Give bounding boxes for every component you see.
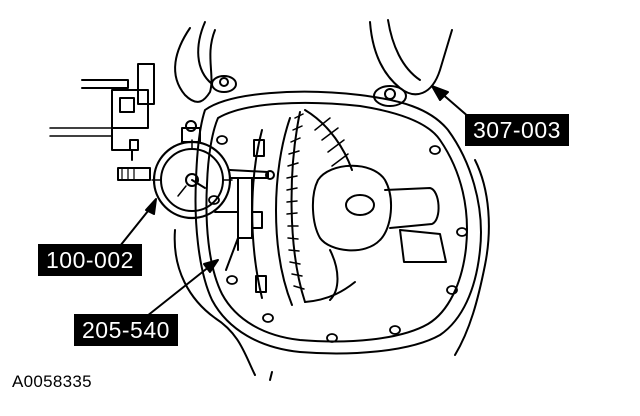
callout-leaders	[119, 85, 471, 321]
callout-100-002: 100-002	[38, 244, 142, 276]
callout-205-540: 205-540	[74, 314, 178, 346]
differential-case	[312, 164, 447, 301]
magnetic-base	[49, 63, 253, 271]
flange-bolt-holes	[208, 135, 468, 343]
differential-housing	[173, 90, 490, 381]
ring-gear	[251, 109, 356, 306]
callout-307-003: 307-003	[465, 114, 569, 146]
figure-id: A0058335	[12, 372, 92, 391]
spreader-tool	[174, 19, 453, 107]
